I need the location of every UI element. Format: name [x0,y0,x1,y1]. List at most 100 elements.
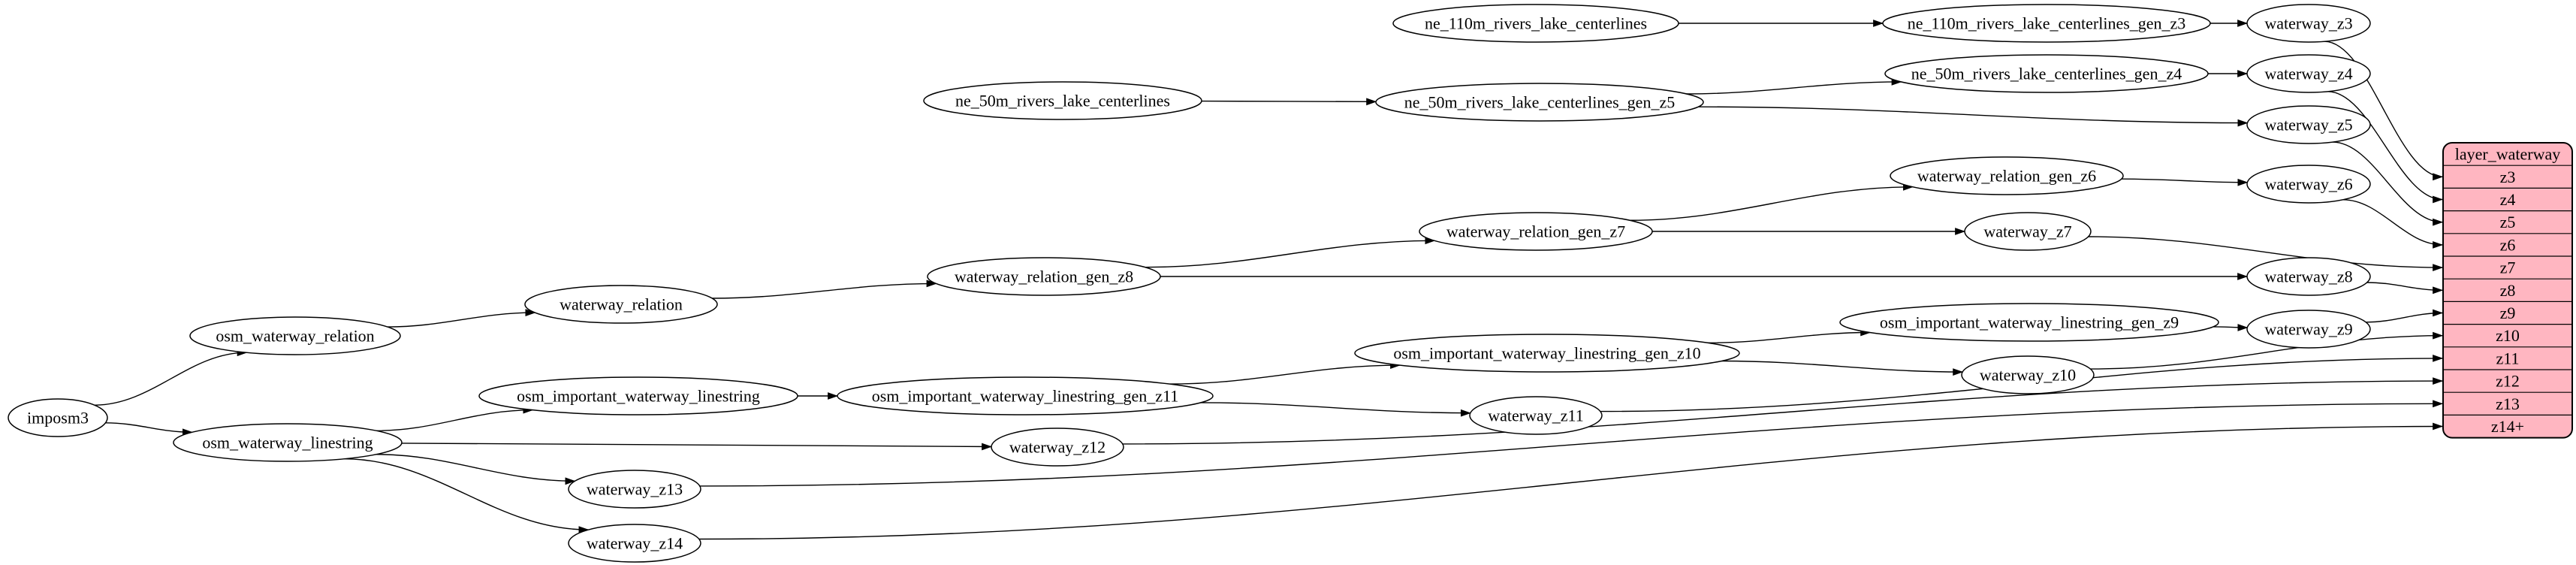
node-label-waterway_z7: waterway_z7 [1983,222,2071,240]
edge-ne_50m_rivers_lake_centerlines->ne_50m_rivers_lake_centerlines_gen_z5 [1201,98,1377,106]
node-ellipse-waterway_relation_gen_z6 [1890,156,2124,195]
node-waterway_z13: waterway_z13 [568,470,701,509]
node-label-ne_110m_rivers_lake_centerlines: ne_110m_rivers_lake_centerlines [1425,14,1647,32]
node-ellipse-osm_important_waterway_linestring_gen_z10 [1354,334,1740,373]
node-ellipse-ne_110m_rivers_lake_centerlines [1392,4,1679,43]
node-ellipse-waterway_z4 [2246,54,2371,93]
node-label-ne_50m_rivers_lake_centerlines: ne_50m_rivers_lake_centerlines [955,91,1170,110]
node-ne_50m_rivers_lake_centerlines_gen_z5: ne_50m_rivers_lake_centerlines_gen_z5 [1375,83,1704,122]
edge-waterway_z4->layer_waterway.z4 [2327,91,2444,204]
edge-ne_50m_rivers_lake_centerlines_gen_z5->ne_50m_rivers_lake_centerlines_gen_z4 [1686,78,1902,95]
edges-layer [94,20,2444,540]
edge-imposm3->osm_waterway_relation [94,349,248,406]
node-ellipse-ne_110m_rivers_lake_centerlines_gen_z3 [1882,4,2211,43]
table-layer-waterway-frame [2442,142,2573,439]
node-waterway_z11: waterway_z11 [1469,396,1603,435]
node-ellipse-ne_50m_rivers_lake_centerlines_gen_z5 [1375,83,1704,122]
node-waterway_z8: waterway_z8 [2246,257,2371,296]
node-waterway_z3: waterway_z3 [2246,4,2371,43]
node-ellipse-waterway_z5 [2246,105,2371,144]
table-row-z13: z13 [2496,394,2520,413]
node-ellipse-ne_50m_rivers_lake_centerlines_gen_z4 [1884,54,2209,93]
table-row-z3: z3 [2500,168,2516,186]
node-label-osm_important_waterway_linestring_gen_z10: osm_important_waterway_linestring_gen_z1… [1393,343,1700,362]
node-osm_important_waterway_linestring_gen_z10: osm_important_waterway_linestring_gen_z1… [1354,334,1740,373]
node-waterway_z9: waterway_z9 [2246,310,2371,349]
node-ellipse-osm_waterway_linestring [173,423,403,462]
table-layer-waterway: layer_waterwayz3z4z5z6z7z8z9z10z11z12z13… [2442,142,2573,439]
node-ellipse-waterway_z14 [568,524,701,563]
edge-waterway_z3->layer_waterway.z3 [2324,41,2444,181]
node-ellipse-ne_50m_rivers_lake_centerlines [923,81,1202,120]
edge-waterway_z7->layer_waterway.z7 [2088,236,2444,271]
edge-waterway_relation_gen_z6->waterway_z6 [2121,178,2249,186]
node-waterway_relation_gen_z6: waterway_relation_gen_z6 [1890,156,2124,195]
node-label-osm_important_waterway_linestring: osm_important_waterway_linestring [517,386,760,405]
node-ellipse-waterway_relation [524,285,718,324]
edge-osm_waterway_linestring->waterway_z13 [376,454,576,485]
node-osm_important_waterway_linestring_gen_z11: osm_important_waterway_linestring_gen_z1… [837,376,1214,415]
node-ellipse-osm_important_waterway_linestring [478,376,798,415]
node-osm_important_waterway_linestring: osm_important_waterway_linestring [478,376,798,415]
node-label-waterway_z5: waterway_z5 [2264,115,2352,134]
edge-ne_50m_rivers_lake_centerlines_gen_z5->waterway_z5 [1698,106,2249,127]
node-waterway_relation_gen_z8: waterway_relation_gen_z8 [927,257,1161,296]
node-label-waterway_relation_gen_z6: waterway_relation_gen_z6 [1917,166,2096,185]
node-imposm3: imposm3 [8,398,108,437]
node-ellipse-waterway_z8 [2246,257,2371,296]
node-label-waterway_relation_gen_z7: waterway_relation_gen_z7 [1446,222,1625,240]
node-ellipse-waterway_z9 [2246,310,2371,349]
node-label-waterway_z14: waterway_z14 [587,533,683,552]
edge-osm_waterway_linestring->waterway_z14 [343,458,590,533]
node-ellipse-osm_important_waterway_linestring_gen_z11 [837,376,1214,415]
edge-waterway_relation_gen_z7->waterway_relation_gen_z6 [1630,183,1914,221]
node-waterway_z7: waterway_z7 [1964,212,2092,251]
edge-waterway_z9->layer_waterway.z9 [2366,309,2444,323]
node-label-waterway_relation: waterway_relation [560,295,683,313]
edge-osm_important_waterway_linestring_gen_z11->osm_important_waterway_linestring_gen_z10 [1170,361,1401,385]
table-row-z10: z10 [2496,326,2520,345]
table-row-z12: z12 [2496,372,2520,391]
table-row-z5: z5 [2500,213,2516,231]
edge-waterway_z10->layer_waterway.z10 [2090,331,2444,370]
node-waterway_relation_gen_z7: waterway_relation_gen_z7 [1419,212,1653,251]
node-label-waterway_z9: waterway_z9 [2264,319,2352,338]
node-label-osm_important_waterway_linestring_gen_z11: osm_important_waterway_linestring_gen_z1… [872,386,1179,405]
node-ellipse-waterway_z6 [2246,165,2371,204]
node-label-waterway_z11: waterway_z11 [1488,406,1583,425]
edge-waterway_relation->waterway_relation_gen_z8 [712,279,937,299]
node-ellipse-imposm3 [8,398,108,437]
edge-waterway_z5->layer_waterway.z5 [2332,141,2444,226]
edge-waterway_z8->layer_waterway.z8 [2366,282,2444,295]
node-label-waterway_z13: waterway_z13 [587,479,683,498]
node-waterway_z10: waterway_z10 [1961,355,2095,394]
table-row-z7: z7 [2500,258,2516,277]
node-ellipse-waterway_z13 [568,470,701,509]
node-ellipse-waterway_z3 [2246,4,2371,43]
edge-waterway_z6->layer_waterway.z6 [2342,199,2444,249]
node-ellipse-osm_waterway_relation [189,316,401,355]
node-label-osm_important_waterway_linestring_gen_z9: osm_important_waterway_linestring_gen_z9 [1880,313,2179,331]
node-waterway_z6: waterway_z6 [2246,165,2371,204]
edge-osm_important_waterway_linestring_gen_z10->waterway_z10 [1721,360,1964,376]
node-label-waterway_z6: waterway_z6 [2264,174,2352,193]
node-ellipse-waterway_z7 [1964,212,2092,251]
node-label-osm_waterway_linestring: osm_waterway_linestring [202,433,373,452]
edge-osm_waterway_relation->waterway_relation [388,309,536,328]
edge-osm_important_waterway_linestring_gen_z11->waterway_z11 [1200,402,1471,417]
edge-waterway_z14->layer_waterway.z14+ [698,422,2444,540]
node-label-waterway_z8: waterway_z8 [2264,267,2352,286]
table-row-z11: z11 [2496,349,2520,367]
node-label-ne_50m_rivers_lake_centerlines_gen_z4: ne_50m_rivers_lake_centerlines_gen_z4 [1911,64,2182,83]
edge-osm_waterway_linestring->waterway_z12 [401,443,993,451]
table-row-z14+: z14+ [2491,417,2524,436]
nodes-layer: imposm3 osm_waterway_relation osm_waterway… [8,4,2371,563]
node-osm_waterway_relation: osm_waterway_relation [189,316,401,355]
node-ellipse-osm_important_waterway_linestring_gen_z9 [1839,303,2219,342]
node-label-waterway_z10: waterway_z10 [1980,365,2076,384]
node-ellipse-waterway_relation_gen_z7 [1419,212,1653,251]
node-ellipse-waterway_relation_gen_z8 [927,257,1161,296]
node-label-waterway_z4: waterway_z4 [2264,64,2352,83]
